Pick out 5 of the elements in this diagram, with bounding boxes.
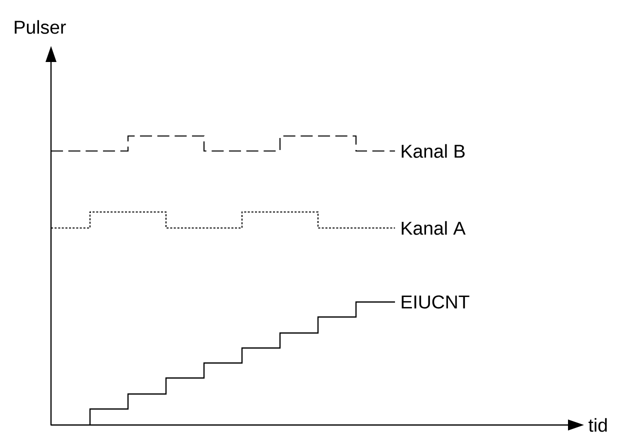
axis-label: tid	[588, 418, 607, 432]
axis-label: Pulser	[14, 20, 66, 34]
trace-label: Kanal B	[402, 144, 465, 158]
trace-label: Kanal A	[402, 221, 466, 235]
trace-label: EIUCNT	[402, 295, 470, 309]
